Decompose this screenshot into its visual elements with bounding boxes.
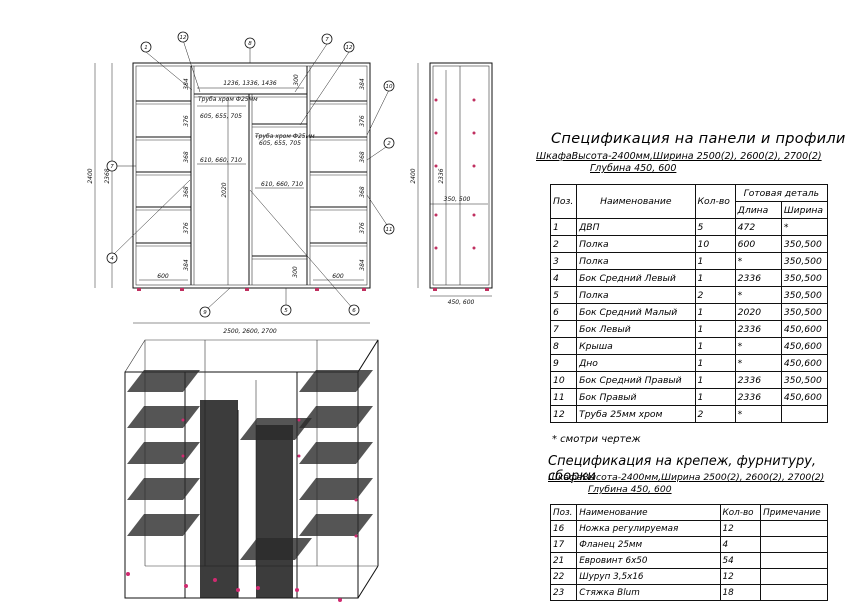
- dim-tube-label-2: Труба хром Ф25мм: [255, 133, 315, 140]
- dim-r-368a: 368: [359, 151, 366, 163]
- spec1-subtitle2: Глубина 450, 600: [590, 163, 677, 174]
- dim-height-2400: 2400: [87, 168, 94, 183]
- spec1-header-width: Ширина: [780, 201, 829, 219]
- spec2-header-note: Примечание: [760, 504, 828, 521]
- spec2-header-pos: Поз.: [549, 504, 578, 521]
- spec2-header-name: Наименование: [576, 504, 721, 521]
- dim-height-2020: 2020: [221, 182, 228, 197]
- spec1-header-qty: Кол-во: [694, 184, 736, 219]
- spec1-table: Поз. Наименование Кол-во Готовая деталь …: [549, 184, 829, 423]
- callout-9: 9: [203, 310, 207, 316]
- callout-2: 2: [387, 141, 391, 147]
- dim-r-376a: 376: [359, 115, 366, 127]
- dim-shelf-widths-2: 610, 660, 710: [261, 181, 303, 188]
- dim-side-2336: 2336: [438, 168, 445, 183]
- dim-l-384a: 384: [183, 78, 190, 90]
- callout-12b: 12: [346, 45, 353, 51]
- side-view: [417, 62, 493, 297]
- dim-shelf-widths-1: 610, 660, 710: [200, 157, 242, 164]
- dim-right-600: 600: [332, 273, 344, 280]
- callout-8: 8: [248, 41, 252, 47]
- dim-tube-label-1: Труба хром Ф25мм: [198, 96, 258, 103]
- spec1-subtitle: ШкафаВысота-2400мм,Ширина 2500(2), 2600(…: [536, 151, 822, 162]
- spec2-header-qty: Кол-во: [719, 504, 762, 521]
- dim-side-450-600: 450, 600: [448, 299, 475, 306]
- dim-r-368b: 368: [359, 186, 366, 198]
- callout-10: 10: [386, 84, 393, 90]
- callout-6: 6: [352, 308, 356, 314]
- dim-top-widths: 1236, 1336, 1436: [223, 80, 277, 87]
- isometric-view: [124, 339, 379, 602]
- dim-l-384b: 384: [183, 259, 190, 271]
- dim-left-600: 600: [157, 273, 169, 280]
- callout-12a: 12: [180, 35, 187, 41]
- dim-r-384b: 384: [359, 259, 366, 271]
- spec1-header-pos: Поз.: [549, 184, 578, 219]
- callout-5: 5: [284, 308, 288, 314]
- dim-l-368a: 368: [183, 151, 190, 163]
- spec1-title: Спецификация на панели и профили: [551, 131, 846, 147]
- dim-side-350-500: 350, 500: [444, 196, 471, 203]
- front-view: [94, 39, 390, 324]
- spec2-subtitle2: Глубина 450, 600: [588, 484, 672, 495]
- spec1-header-name: Наименование: [576, 184, 696, 219]
- spec1-note: * смотри чертеж: [552, 434, 641, 445]
- spec1-header-ready: Готовая деталь: [734, 184, 829, 202]
- spec2-subtitle: ШкафаВысота-2400мм,Ширина 2500(2), 2600(…: [548, 472, 825, 483]
- callout-7a: 7: [325, 37, 329, 43]
- dim-l-376a: 376: [183, 115, 190, 127]
- callout-4: 4: [110, 256, 114, 262]
- dim-top-300: 300: [293, 74, 300, 86]
- callout-1: 1: [144, 45, 148, 51]
- callout-7b: 7: [110, 164, 114, 170]
- dim-total-width: 2500, 2600, 2700: [223, 328, 277, 335]
- dim-height-2368: 2368: [104, 168, 111, 183]
- dim-tube-widths-1: 605, 655, 705: [200, 113, 242, 120]
- dim-side-2400: 2400: [410, 168, 417, 183]
- callouts: [106, 31, 395, 318]
- dim-l-376b: 376: [183, 222, 190, 234]
- dimension-labels: 1236, 1336, 1436 300 Труба хром Ф25мм 60…: [87, 74, 475, 335]
- callout-numbers: 1 12 8 7 12 10 7 2 4 11 9 5 6: [110, 35, 393, 316]
- spec2-title: Спецификация на крепеж, фурнитуру, сборк…: [548, 454, 817, 484]
- dim-r-376b: 376: [359, 222, 366, 234]
- dim-r-384a: 384: [359, 78, 366, 90]
- dim-bottom-300: 300: [292, 266, 299, 278]
- dim-tube-widths-2: 605, 655, 705: [259, 140, 301, 147]
- callout-11: 11: [386, 227, 393, 233]
- spec1-header-length: Длина: [734, 201, 782, 219]
- dim-l-368b: 368: [183, 186, 190, 198]
